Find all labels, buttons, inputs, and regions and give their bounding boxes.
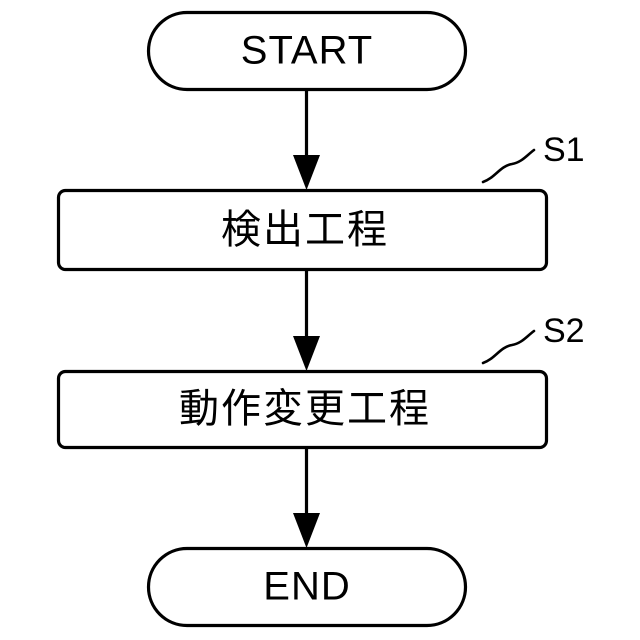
step1-label: 検出工程 [221, 207, 389, 253]
step2-label: 動作変更工程 [179, 386, 431, 432]
reference-callout-s2: S2 [481, 312, 585, 365]
node-end: END [146, 546, 468, 628]
step1-process-shape [56, 188, 549, 272]
reference-label-s1: S1 [543, 131, 585, 169]
arrow-head-down-2 [293, 336, 320, 371]
step2-process-shape [56, 369, 549, 450]
end-terminator-shape [146, 546, 468, 628]
connector-step2-to-end [293, 447, 320, 548]
node-start: START [146, 10, 468, 92]
node-step2: 動作変更工程 [56, 369, 549, 450]
connector-step1-to-step2 [293, 270, 320, 371]
node-step1: 検出工程 [56, 188, 549, 272]
reference-label-s2: S2 [543, 312, 585, 350]
start-label: START [241, 29, 373, 73]
arrow-head-down-3 [293, 513, 320, 548]
arrow-head-down-1 [293, 155, 320, 190]
reference-callout-s1: S1 [481, 131, 585, 184]
end-label: END [263, 565, 350, 609]
leader-line-s2 [481, 329, 536, 365]
leader-line-s1 [481, 148, 536, 184]
connector-start-to-step1 [293, 89, 320, 190]
